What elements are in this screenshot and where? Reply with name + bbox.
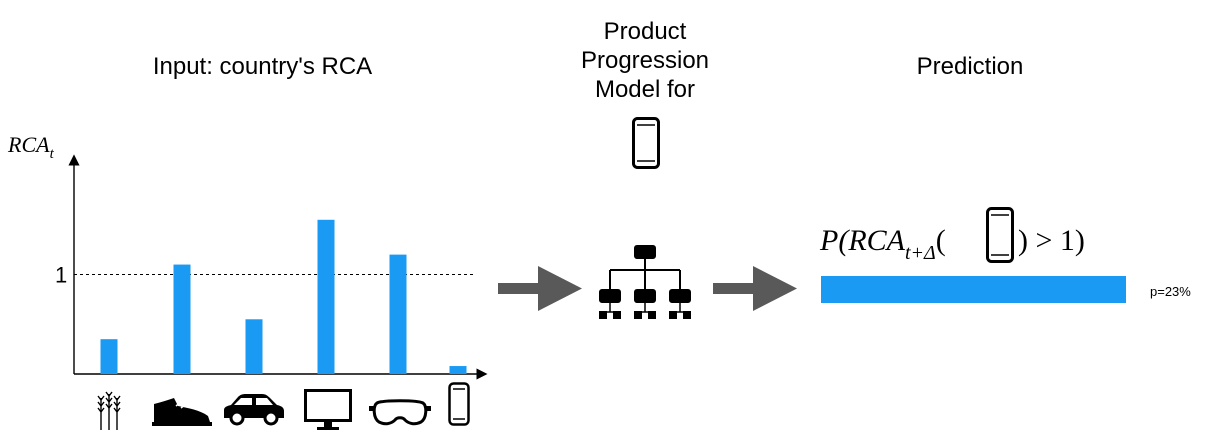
- phone-icon: [448, 382, 470, 426]
- model-title-line3: Model for: [594, 76, 696, 103]
- prediction-bar: [821, 276, 1126, 303]
- bar-wheat: [100, 339, 118, 374]
- monitor-icon: [304, 389, 352, 430]
- formula-phone-icon: [986, 207, 1014, 263]
- bar-car: [245, 319, 263, 374]
- bar-monitor: [317, 219, 335, 374]
- y-tick-label: 1: [55, 263, 67, 288]
- bars-group: [100, 219, 467, 374]
- y-axis-label: RCAt: [7, 132, 55, 162]
- flow-arrow-2: [713, 266, 797, 311]
- goggles-icon: [369, 399, 431, 426]
- bar-shoe: [173, 264, 191, 374]
- flow-arrow-1: [498, 266, 582, 311]
- model-title-line2: Progression: [580, 47, 710, 74]
- wheat-icon: [97, 391, 121, 430]
- bar-phone: [449, 366, 467, 374]
- model-title: Product Progression Model for: [545, 17, 745, 104]
- bar-goggles: [389, 254, 407, 374]
- model-title-line1: Product: [603, 18, 687, 45]
- shoe-icon: [152, 398, 212, 426]
- formula-text: P(RCAt+Δ(: [819, 224, 946, 264]
- hierarchy-icon: [599, 245, 691, 319]
- formula-suffix: ) > 1): [1018, 224, 1085, 257]
- input-title: Input: country's RCA: [152, 53, 373, 80]
- model-phone-icon: [632, 117, 660, 169]
- car-icon: [224, 394, 284, 426]
- prediction-label: p=23%: [1150, 284, 1191, 299]
- prediction-title: Prediction: [916, 53, 1024, 80]
